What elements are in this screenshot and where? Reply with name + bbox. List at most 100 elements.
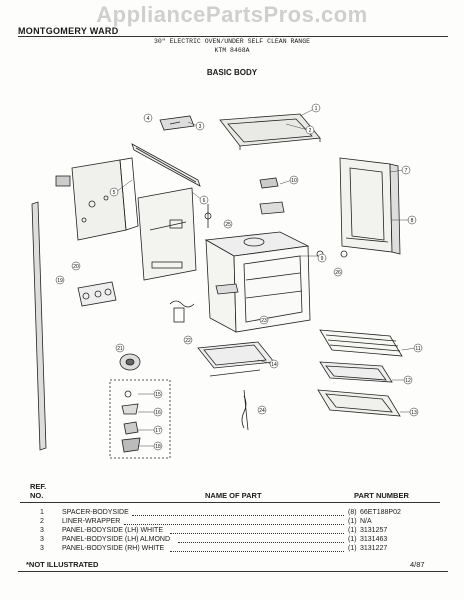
row-part-name: PANEL-BODYSIDE (RH) WHITE bbox=[62, 545, 165, 552]
svg-text:7: 7 bbox=[405, 168, 408, 174]
table-row: 3 PANEL-BODYSIDE (RH) WHITE (1) 3131227 bbox=[20, 545, 440, 554]
table-row: 3 PANEL-BODYSIDE (LH) ALMOND (1) 3131463 bbox=[20, 536, 440, 545]
liner-wrapper-drawing bbox=[137, 187, 197, 281]
top-rail-drawing bbox=[131, 143, 201, 187]
row-part-number: N/A bbox=[360, 518, 372, 525]
svg-text:20: 20 bbox=[73, 264, 79, 270]
row-part-number: 66ET188P02 bbox=[360, 509, 401, 516]
callout-5: 5 bbox=[109, 187, 119, 197]
callout-21: 21 bbox=[115, 343, 125, 353]
table-row: 1 SPACER-BODYSIDE (8) 66ET188P02 bbox=[20, 509, 440, 518]
callout-20: 20 bbox=[71, 261, 81, 271]
svg-text:25: 25 bbox=[225, 222, 231, 228]
row-ref: 3 bbox=[40, 536, 44, 543]
callout-7: 7 bbox=[401, 165, 411, 175]
broiler-pan-drawing bbox=[319, 361, 393, 383]
callout-2: 2 bbox=[305, 125, 315, 135]
svg-text:10: 10 bbox=[291, 178, 297, 184]
callout-bubbles: 1 2 3 4 5 6 7 8 9 10 11 12 13 14 15 16 1… bbox=[55, 103, 423, 451]
document-title: 30" ELECTRIC OVEN/UNDER SELF CLEAN RANGE bbox=[153, 38, 311, 45]
header-part-number: PART NUMBER bbox=[354, 491, 409, 500]
svg-text:14: 14 bbox=[271, 362, 277, 368]
row-leader-dots bbox=[132, 515, 344, 516]
row-ref: 1 bbox=[40, 509, 44, 516]
header-ref-line2: NO. bbox=[30, 491, 44, 500]
row-part-name: PANEL-BODYSIDE (LH) ALMOND bbox=[62, 536, 171, 543]
callout-25: 25 bbox=[223, 219, 233, 229]
bottom-liner-drawing bbox=[197, 341, 275, 377]
section-title: BASIC BODY bbox=[206, 68, 258, 77]
callout-8: 8 bbox=[407, 215, 417, 225]
leader-lines bbox=[115, 107, 417, 447]
row-qty: (1) bbox=[348, 536, 357, 543]
oven-door-drawing bbox=[339, 157, 401, 255]
callout-13: 13 bbox=[409, 407, 419, 417]
table-header-rule bbox=[20, 502, 440, 503]
callout-11: 11 bbox=[413, 343, 423, 353]
callout-12: 12 bbox=[403, 375, 413, 385]
row-qty: (1) bbox=[348, 545, 357, 552]
header-ref-line1: REF. bbox=[30, 482, 47, 491]
svg-text:26: 26 bbox=[335, 270, 341, 276]
callout-17: 17 bbox=[153, 425, 163, 435]
lamp-socket-drawing bbox=[119, 353, 141, 371]
svg-text:21: 21 bbox=[117, 346, 123, 352]
row-leader-dots bbox=[170, 533, 344, 534]
svg-text:8: 8 bbox=[411, 218, 414, 224]
svg-text:15: 15 bbox=[155, 392, 161, 398]
footer-rule bbox=[18, 571, 448, 572]
footnote: *NOT ILLUSTRATED bbox=[26, 560, 99, 569]
small-parts-drawing bbox=[204, 177, 348, 258]
row-qty: (1) bbox=[348, 518, 357, 525]
svg-text:2: 2 bbox=[309, 128, 312, 134]
callout-18: 18 bbox=[153, 441, 163, 451]
svg-text:3: 3 bbox=[199, 124, 202, 130]
row-part-name: PANEL-BODYSIDE (LH) WHITE bbox=[62, 527, 163, 534]
row-part-number: 3131257 bbox=[360, 527, 388, 534]
row-qty: (1) bbox=[348, 527, 357, 534]
row-part-number: 3131463 bbox=[360, 536, 388, 543]
svg-text:5: 5 bbox=[113, 190, 116, 196]
svg-text:18: 18 bbox=[155, 444, 161, 450]
table-row: 3 PANEL-BODYSIDE (LH) WHITE (1) 3131257 bbox=[20, 527, 440, 536]
row-leader-dots bbox=[170, 551, 344, 552]
brand-name: MONTGOMERY WARD bbox=[18, 26, 119, 36]
row-ref: 2 bbox=[40, 518, 44, 525]
svg-text:13: 13 bbox=[411, 410, 417, 416]
watermark: AppliancePartsPros.com bbox=[96, 2, 368, 27]
callout-4: 4 bbox=[143, 113, 153, 123]
bracket-drawing bbox=[159, 115, 195, 131]
svg-text:19: 19 bbox=[57, 278, 63, 284]
callout-23: 23 bbox=[259, 315, 269, 325]
callout-24: 24 bbox=[257, 405, 267, 415]
row-part-number: 3131227 bbox=[360, 545, 388, 552]
callout-10: 10 bbox=[289, 175, 299, 185]
svg-text:9: 9 bbox=[321, 256, 324, 262]
model-number: KTM 8468A bbox=[214, 47, 250, 54]
svg-text:23: 23 bbox=[261, 318, 267, 324]
header-rule bbox=[18, 36, 448, 37]
row-leader-dots bbox=[178, 542, 344, 543]
row-ref: 3 bbox=[40, 527, 44, 534]
row-qty: (8) bbox=[348, 509, 357, 516]
callout-6: 6 bbox=[199, 195, 209, 205]
callout-19: 19 bbox=[55, 275, 65, 285]
svg-text:6: 6 bbox=[203, 198, 206, 204]
row-part-name: LINER-WRAPPER bbox=[62, 518, 121, 525]
svg-text:12: 12 bbox=[405, 378, 411, 384]
callout-26: 26 bbox=[333, 267, 343, 277]
callout-14: 14 bbox=[269, 359, 279, 369]
svg-text:16: 16 bbox=[155, 410, 161, 416]
svg-text:4: 4 bbox=[147, 116, 150, 122]
row-leader-dots bbox=[124, 524, 344, 525]
element-drawing bbox=[169, 283, 239, 323]
header-name-of-part: NAME OF PART bbox=[205, 491, 262, 500]
callout-22: 22 bbox=[183, 335, 193, 345]
trim-strip-drawing bbox=[31, 201, 47, 451]
revision-date: 4/87 bbox=[410, 560, 425, 569]
exploded-parts-diagram: 1 2 3 4 5 6 7 8 9 10 11 12 13 14 15 16 1… bbox=[31, 103, 423, 459]
callout-9: 9 bbox=[317, 253, 327, 263]
callout-15: 15 bbox=[153, 389, 163, 399]
cooktop-panel-drawing bbox=[219, 113, 321, 150]
row-part-name: SPACER-BODYSIDE bbox=[62, 509, 129, 516]
